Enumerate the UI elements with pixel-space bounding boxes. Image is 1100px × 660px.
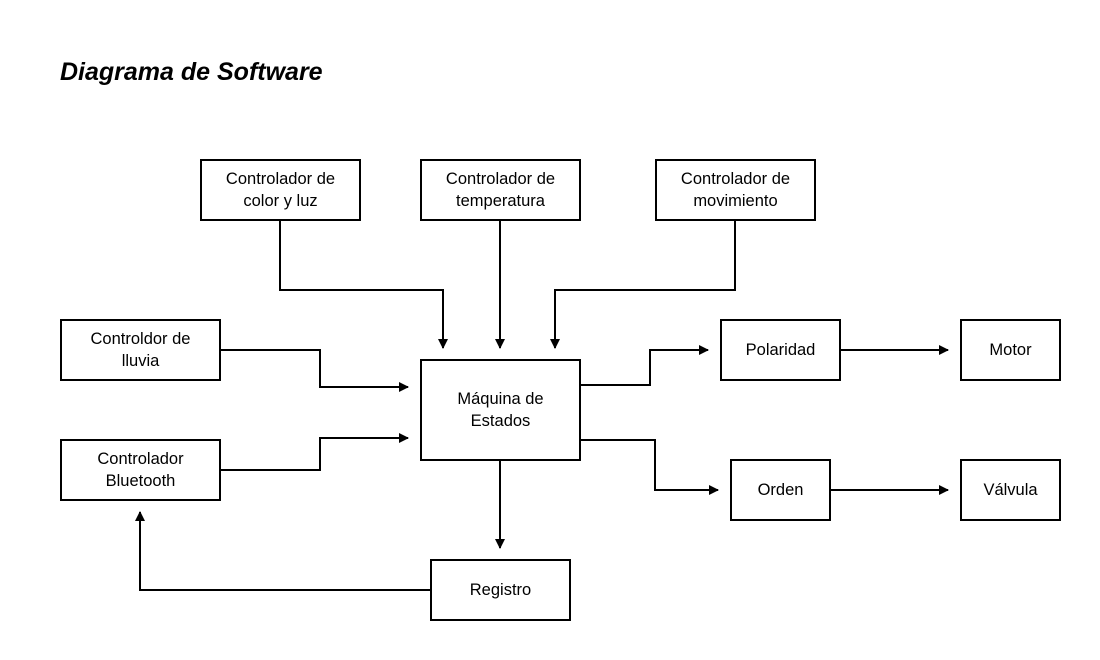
edge-color-luz-to-maquina (279, 220, 448, 349)
edge-maquina-to-polaridad (580, 345, 709, 386)
node-maquina-estados: Máquina de Estados (420, 359, 581, 461)
node-label: Controlador Bluetooth (97, 450, 184, 490)
node-label: Motor (989, 341, 1032, 359)
edge-movimiento-to-maquina (550, 220, 736, 349)
diagram-title: Diagrama de Software (60, 58, 323, 86)
node-label: Registro (469, 581, 532, 599)
node-controlador-movimiento: Controlador de movimiento (655, 159, 816, 221)
node-label: Máquina de Estados (457, 390, 544, 430)
node-label: Válvula (983, 481, 1038, 499)
edge-lluvia-to-maquina (220, 349, 409, 392)
node-label: Controlador de temperatura (445, 170, 556, 210)
node-polaridad: Polaridad (720, 319, 841, 381)
node-label: Polaridad (745, 341, 816, 359)
node-label: Controlador de movimiento (680, 170, 791, 210)
node-label: Controldor de lluvia (90, 330, 191, 370)
node-controlador-color-luz: Controlador de color y luz (200, 159, 361, 221)
edge-maquina-to-orden (580, 439, 719, 495)
node-registro: Registro (430, 559, 571, 621)
node-controlador-bluetooth: Controlador Bluetooth (60, 439, 221, 501)
node-label: Controlador de color y luz (225, 170, 336, 210)
edge-bluetooth-to-maquina (220, 433, 409, 471)
node-motor: Motor (960, 319, 1061, 381)
node-label: Orden (757, 481, 804, 499)
node-valvula: Válvula (960, 459, 1061, 521)
node-orden: Orden (730, 459, 831, 521)
node-controlador-lluvia: Controldor de lluvia (60, 319, 221, 381)
node-controlador-temperatura: Controlador de temperatura (420, 159, 581, 221)
edge-registro-to-bluetooth (135, 511, 430, 591)
